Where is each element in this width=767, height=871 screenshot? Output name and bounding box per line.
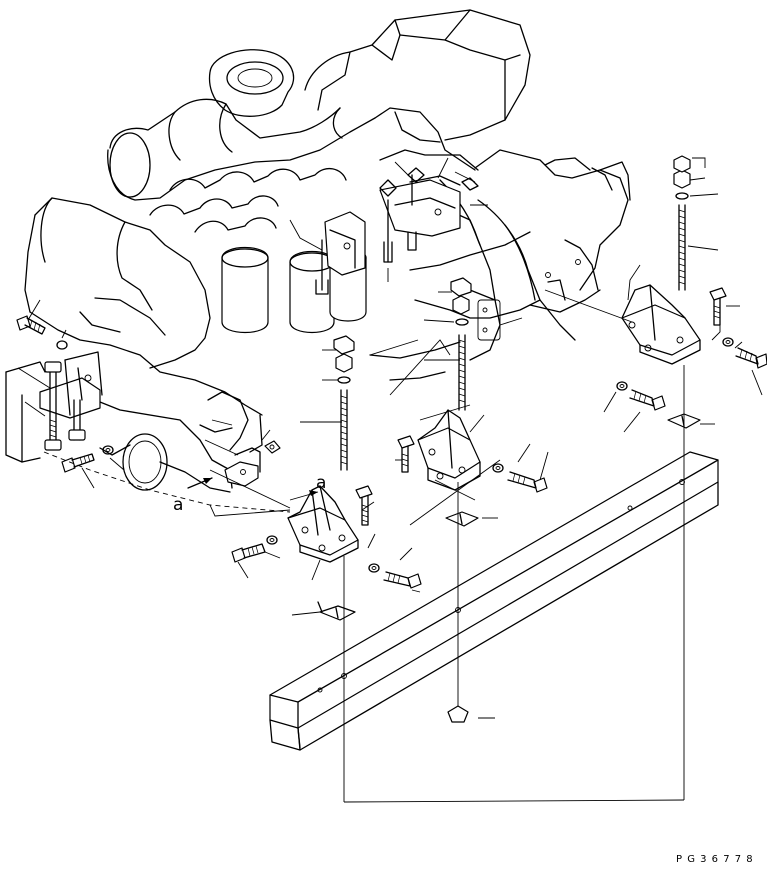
engine-assembly [5,9,631,493]
view-label-a-right: a [316,473,326,493]
left-bracket-assembly [16,315,114,473]
mount-bracket-left [231,335,422,621]
drawing-number: P G 3 6 7 7 8 [676,854,754,865]
leader-lines [17,157,763,719]
mount-bracket-right [616,155,767,429]
bottom-nut [447,705,469,723]
arrow-a-right-head [309,490,318,496]
upper-brackets [315,167,479,295]
front-bracket-a [187,440,281,489]
view-label-a-left: a [173,495,183,515]
centerlines [43,268,685,803]
mount-bracket-center [397,277,548,527]
frame-beam [269,451,719,751]
